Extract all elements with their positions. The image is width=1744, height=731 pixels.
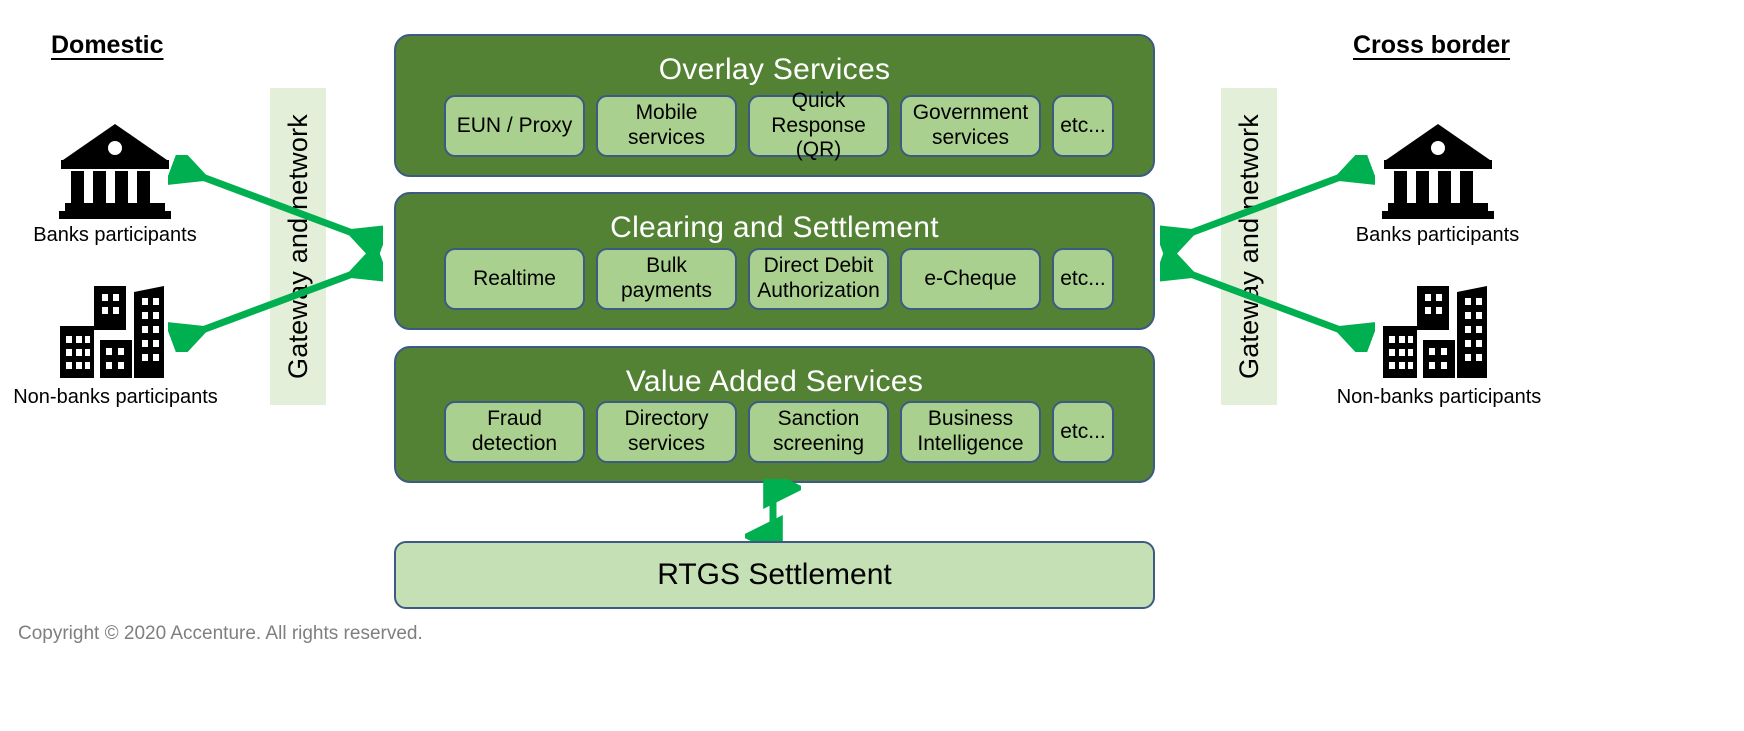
domestic-banks-participants: Banks participants [10,110,220,247]
bank-icon [10,110,220,220]
rtgs-settlement-box[interactable]: RTGS Settlement [394,541,1155,609]
buildings-icon [8,272,223,382]
service-chip[interactable]: EUN / Proxy [444,95,585,157]
service-chip[interactable]: Directory services [596,401,737,463]
gateway-label: Gateway and network [282,114,313,379]
service-chip[interactable]: Bulk payments [596,248,737,310]
domestic-nonbanks-participants: Non-banks participants [8,272,223,409]
crossborder-banks-participants: Banks participants [1330,110,1545,247]
layer-overlay-services: Overlay Services EUN / Proxy Mobile serv… [394,34,1155,177]
domestic-heading: Domestic [51,31,164,59]
gateway-band-crossborder: Gateway and network [1221,88,1277,405]
service-chip[interactable]: Realtime [444,248,585,310]
service-chip[interactable]: Mobile services [596,95,737,157]
rtgs-label: RTGS Settlement [657,558,892,591]
service-chip-etc[interactable]: etc... [1052,248,1114,310]
service-chip[interactable]: Direct Debit Authorization [748,248,889,310]
service-chip[interactable]: e-Cheque [900,248,1041,310]
copyright-text: Copyright © 2020 Accenture. All rights r… [18,623,423,644]
chip-row: EUN / Proxy Mobile services Quick Respon… [444,89,1135,161]
bank-icon [1330,110,1545,220]
gateway-label: Gateway and network [1233,114,1264,379]
service-chip[interactable]: Quick Response (QR) [748,89,889,161]
layer-title: Clearing and Settlement [610,211,939,244]
participant-caption: Banks participants [1355,224,1520,246]
service-chip-etc[interactable]: etc... [1052,401,1114,463]
cross-border-heading: Cross border [1353,31,1510,59]
chip-row: Realtime Bulk payments Direct Debit Auth… [444,248,1135,310]
crossborder-nonbanks-participants: Non-banks participants [1325,272,1553,409]
participant-caption: Non-banks participants [1336,386,1542,408]
service-chip[interactable]: Fraud detection [444,401,585,463]
service-chip[interactable]: Government services [900,95,1041,157]
buildings-icon [1325,272,1553,382]
participant-caption: Banks participants [33,224,197,246]
arrow-vas-to-rtgs [745,479,801,545]
gateway-band-domestic: Gateway and network [270,88,326,405]
layer-title: Overlay Services [658,53,891,86]
layer-value-added-services: Value Added Services Fraud detection Dir… [394,346,1155,483]
layer-title: Value Added Services [625,365,924,398]
chip-row: Fraud detection Directory services Sanct… [444,401,1135,463]
layer-clearing-and-settlement: Clearing and Settlement Realtime Bulk pa… [394,192,1155,330]
participant-caption: Non-banks participants [13,386,218,408]
service-chip[interactable]: Business Intelligence [900,401,1041,463]
service-chip-etc[interactable]: etc... [1052,95,1114,157]
service-chip[interactable]: Sanction screening [748,401,889,463]
